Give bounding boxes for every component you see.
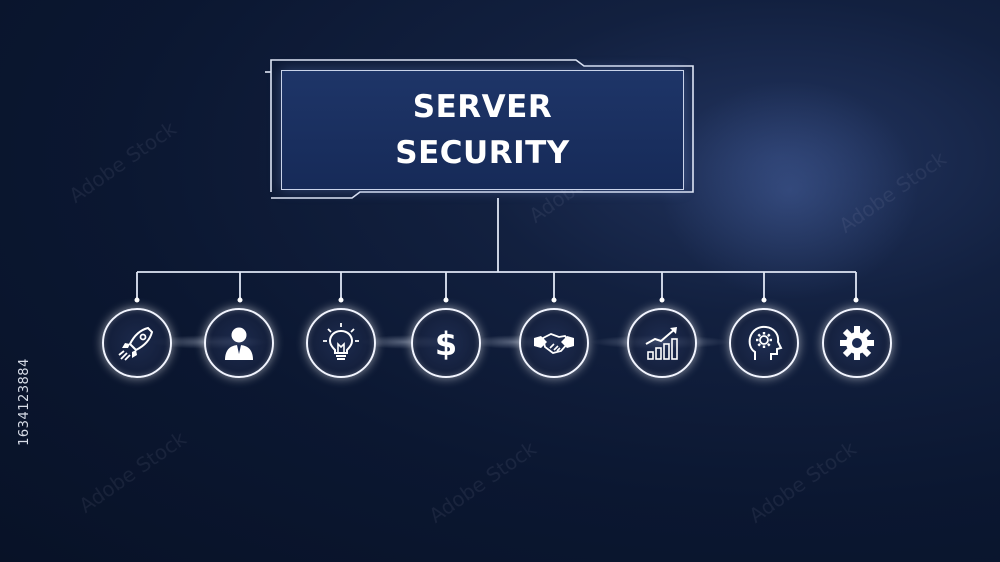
gear-node	[822, 308, 892, 378]
growth-chart-node	[627, 308, 697, 378]
rocket-icon	[118, 326, 154, 361]
drop-dot	[551, 297, 557, 303]
drop-lines	[134, 272, 859, 303]
stock-id-label: 1634123884	[17, 358, 32, 446]
title-box: SERVER SECURITY	[281, 70, 684, 190]
drop-dot	[237, 297, 243, 303]
drop-dot	[659, 297, 665, 303]
drop-dot	[443, 297, 449, 303]
businessman-icon	[225, 327, 253, 360]
growth-chart-icon	[645, 327, 678, 360]
dollar-node: $	[411, 308, 481, 378]
title-line-2: SECURITY	[395, 135, 570, 171]
rocket-node	[102, 308, 172, 378]
drop-dot	[853, 297, 859, 303]
businessman-node	[204, 308, 274, 378]
title-frame-outline	[270, 59, 694, 199]
drop-dot	[761, 297, 767, 303]
svg-text:$: $	[435, 325, 457, 363]
title-line-1: SERVER	[412, 89, 553, 125]
drop-dot	[134, 297, 140, 303]
gear-icon	[840, 326, 874, 360]
head-gear-icon	[748, 325, 783, 360]
handshake-icon	[534, 333, 574, 354]
dollar-icon: $	[435, 325, 457, 363]
head-gear-node	[729, 308, 799, 378]
handshake-node	[519, 308, 589, 378]
drop-dot	[338, 297, 344, 303]
lightbulb-icon	[323, 323, 359, 360]
lightbulb-node	[306, 308, 376, 378]
